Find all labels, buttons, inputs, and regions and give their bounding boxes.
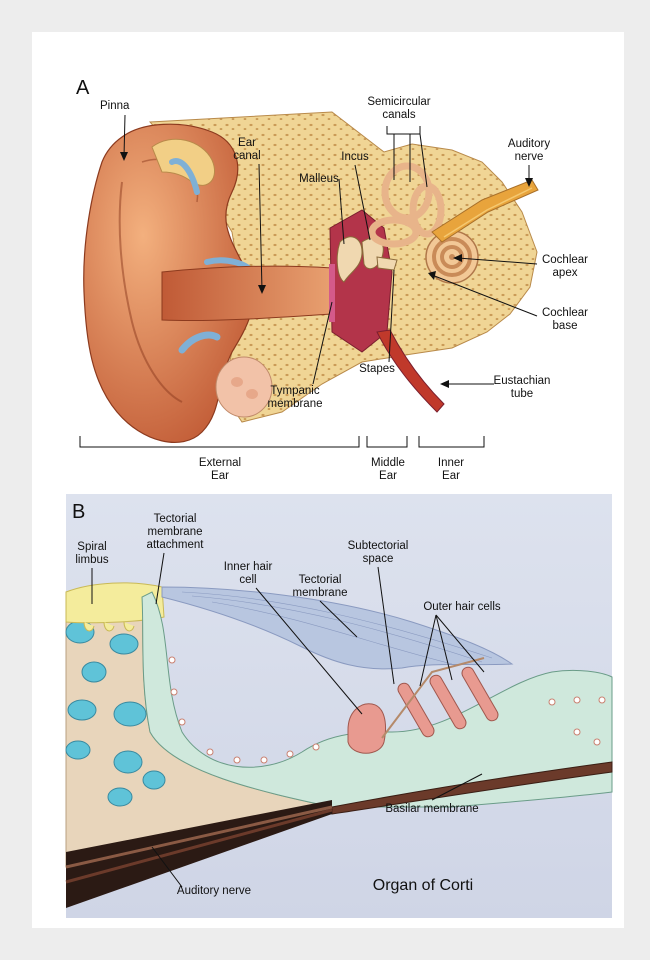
inner-hair-cell-shape — [348, 704, 386, 754]
label-stapes: Stapes — [359, 363, 395, 375]
label-spiral-2: limbus — [75, 554, 108, 566]
label-auditory-nerve-a-1: Auditory — [508, 138, 550, 150]
label-tect-attach-3: attachment — [147, 539, 205, 551]
label-tect-attach-1: Tectorial — [154, 513, 197, 525]
organ-of-corti-title: Organ of Corti — [373, 877, 473, 894]
figure-card: A — [32, 32, 624, 928]
label-tympanic-1: Tympanic — [270, 385, 319, 397]
label-tect-attach-2: membrane — [148, 526, 203, 538]
panel-b-letter: B — [72, 501, 85, 523]
label-incus: Incus — [341, 151, 369, 163]
region-middle-1: Middle — [371, 457, 405, 469]
label-cochlear-apex-1: Cochlear — [542, 254, 588, 266]
label-eustachian-2: tube — [511, 388, 533, 400]
panel-b: B — [66, 494, 612, 918]
label-tectorial-2: membrane — [293, 587, 348, 599]
region-brackets: External Ear Middle Ear Inner Ear — [80, 436, 484, 482]
region-external-2: Ear — [211, 470, 229, 482]
panel-a: A — [76, 77, 588, 482]
region-external-1: External — [199, 457, 241, 469]
label-tectorial-1: Tectorial — [299, 574, 342, 586]
label-cochlear-base-1: Cochlear — [542, 307, 588, 319]
label-outer-hair: Outer hair cells — [423, 601, 501, 613]
label-semicircular-1: Semicircular — [367, 96, 430, 108]
label-malleus: Malleus — [299, 173, 339, 185]
label-spiral-1: Spiral — [77, 541, 106, 553]
label-subtectorial-2: space — [363, 553, 394, 565]
label-semicircular-2: canals — [382, 109, 415, 121]
ear-canal-shape — [162, 266, 332, 320]
label-auditory-nerve-b: Auditory nerve — [177, 885, 251, 897]
label-pinna: Pinna — [100, 100, 130, 112]
label-inner-hair-1: Inner hair — [224, 561, 273, 573]
panel-a-letter: A — [76, 77, 90, 99]
label-cochlear-base-2: base — [553, 320, 578, 332]
label-eustachian-1: Eustachian — [494, 375, 551, 387]
label-ear-canal-2: canal — [233, 150, 261, 162]
label-cochlear-apex-2: apex — [553, 267, 578, 279]
region-inner-2: Ear — [442, 470, 460, 482]
label-subtectorial-1: Subtectorial — [348, 540, 409, 552]
label-tympanic-2: membrane — [268, 398, 323, 410]
label-inner-hair-2: cell — [239, 574, 256, 586]
label-basilar: Basilar membrane — [385, 803, 478, 815]
region-middle-2: Ear — [379, 470, 397, 482]
label-auditory-nerve-a-2: nerve — [515, 151, 544, 163]
region-inner-1: Inner — [438, 457, 464, 469]
ear-anatomy-figure: A — [32, 32, 624, 928]
label-ear-canal-1: Ear — [238, 137, 256, 149]
